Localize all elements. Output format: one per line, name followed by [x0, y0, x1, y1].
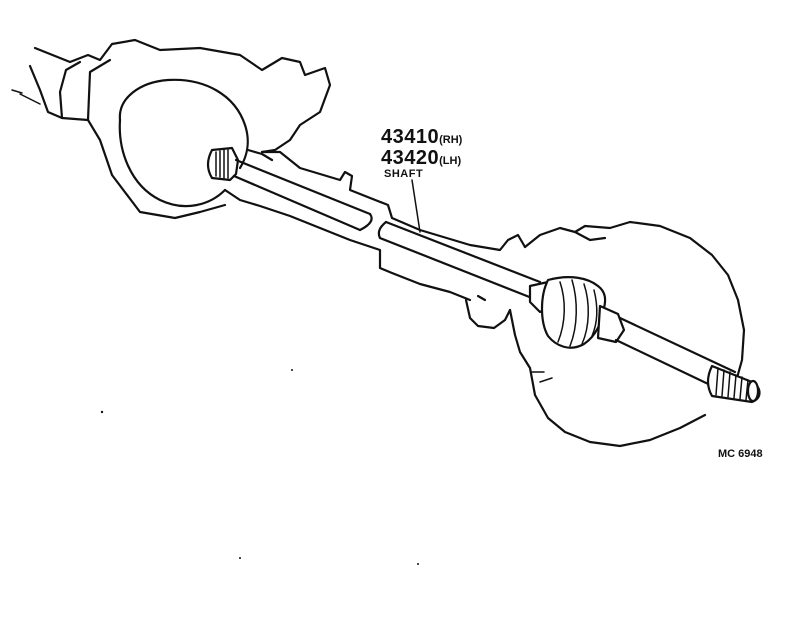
- print-specks: [100, 369, 419, 565]
- side-lh: (LH): [439, 155, 462, 167]
- drive-shaft-illustration: [206, 146, 761, 404]
- callout-part-rh: 43410(RH): [381, 126, 462, 149]
- part-name: SHAFT: [384, 168, 424, 180]
- figure-code: MC 6948: [718, 448, 763, 460]
- part-number-lh: 43420: [381, 147, 440, 169]
- side-rh: (RH): [439, 134, 463, 146]
- knuckle-housing-illustration: [508, 220, 746, 448]
- part-number-rh: 43410: [381, 126, 440, 148]
- axle-housing-illustration: [11, 38, 527, 330]
- callout-part-lh: 43420(LH): [381, 147, 461, 170]
